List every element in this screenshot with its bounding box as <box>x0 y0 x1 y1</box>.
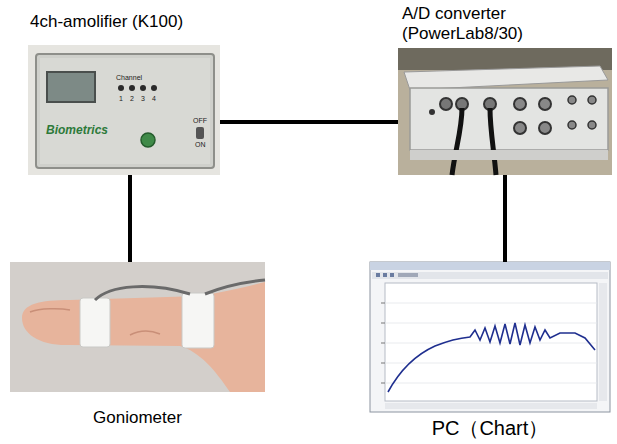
panel-text: 3 <box>141 95 145 102</box>
panel-text: 2 <box>130 95 134 102</box>
device-node: A/D converter (PowerLab8/30) <box>398 4 612 175</box>
device-label: A/D converter (PowerLab8/30) <box>402 4 552 45</box>
goniometer-photo <box>10 262 265 392</box>
amplifier-photo <box>28 45 220 175</box>
device-node: 4ch-amolifier (K100) <box>28 4 220 175</box>
device-label: PC（Chart） <box>370 416 610 440</box>
cable-line <box>220 122 398 123</box>
device-label: 4ch-amolifier (K100) <box>30 12 222 32</box>
device-node: Goniometer <box>10 262 265 432</box>
device-label: Goniometer <box>10 408 265 428</box>
ad-converter-photo <box>398 48 612 175</box>
panel-text: 4 <box>152 95 156 102</box>
cable-line <box>505 175 506 262</box>
panel-text: Biometrics <box>46 124 108 136</box>
pc-screenshot <box>370 262 610 412</box>
panel-text: 1 <box>119 95 123 102</box>
panel-text: ON <box>195 141 206 148</box>
panel-text: Channel <box>116 74 142 81</box>
cable-line <box>130 175 131 262</box>
device-node: PC（Chart） <box>370 262 610 442</box>
panel-text: OFF <box>193 117 207 124</box>
